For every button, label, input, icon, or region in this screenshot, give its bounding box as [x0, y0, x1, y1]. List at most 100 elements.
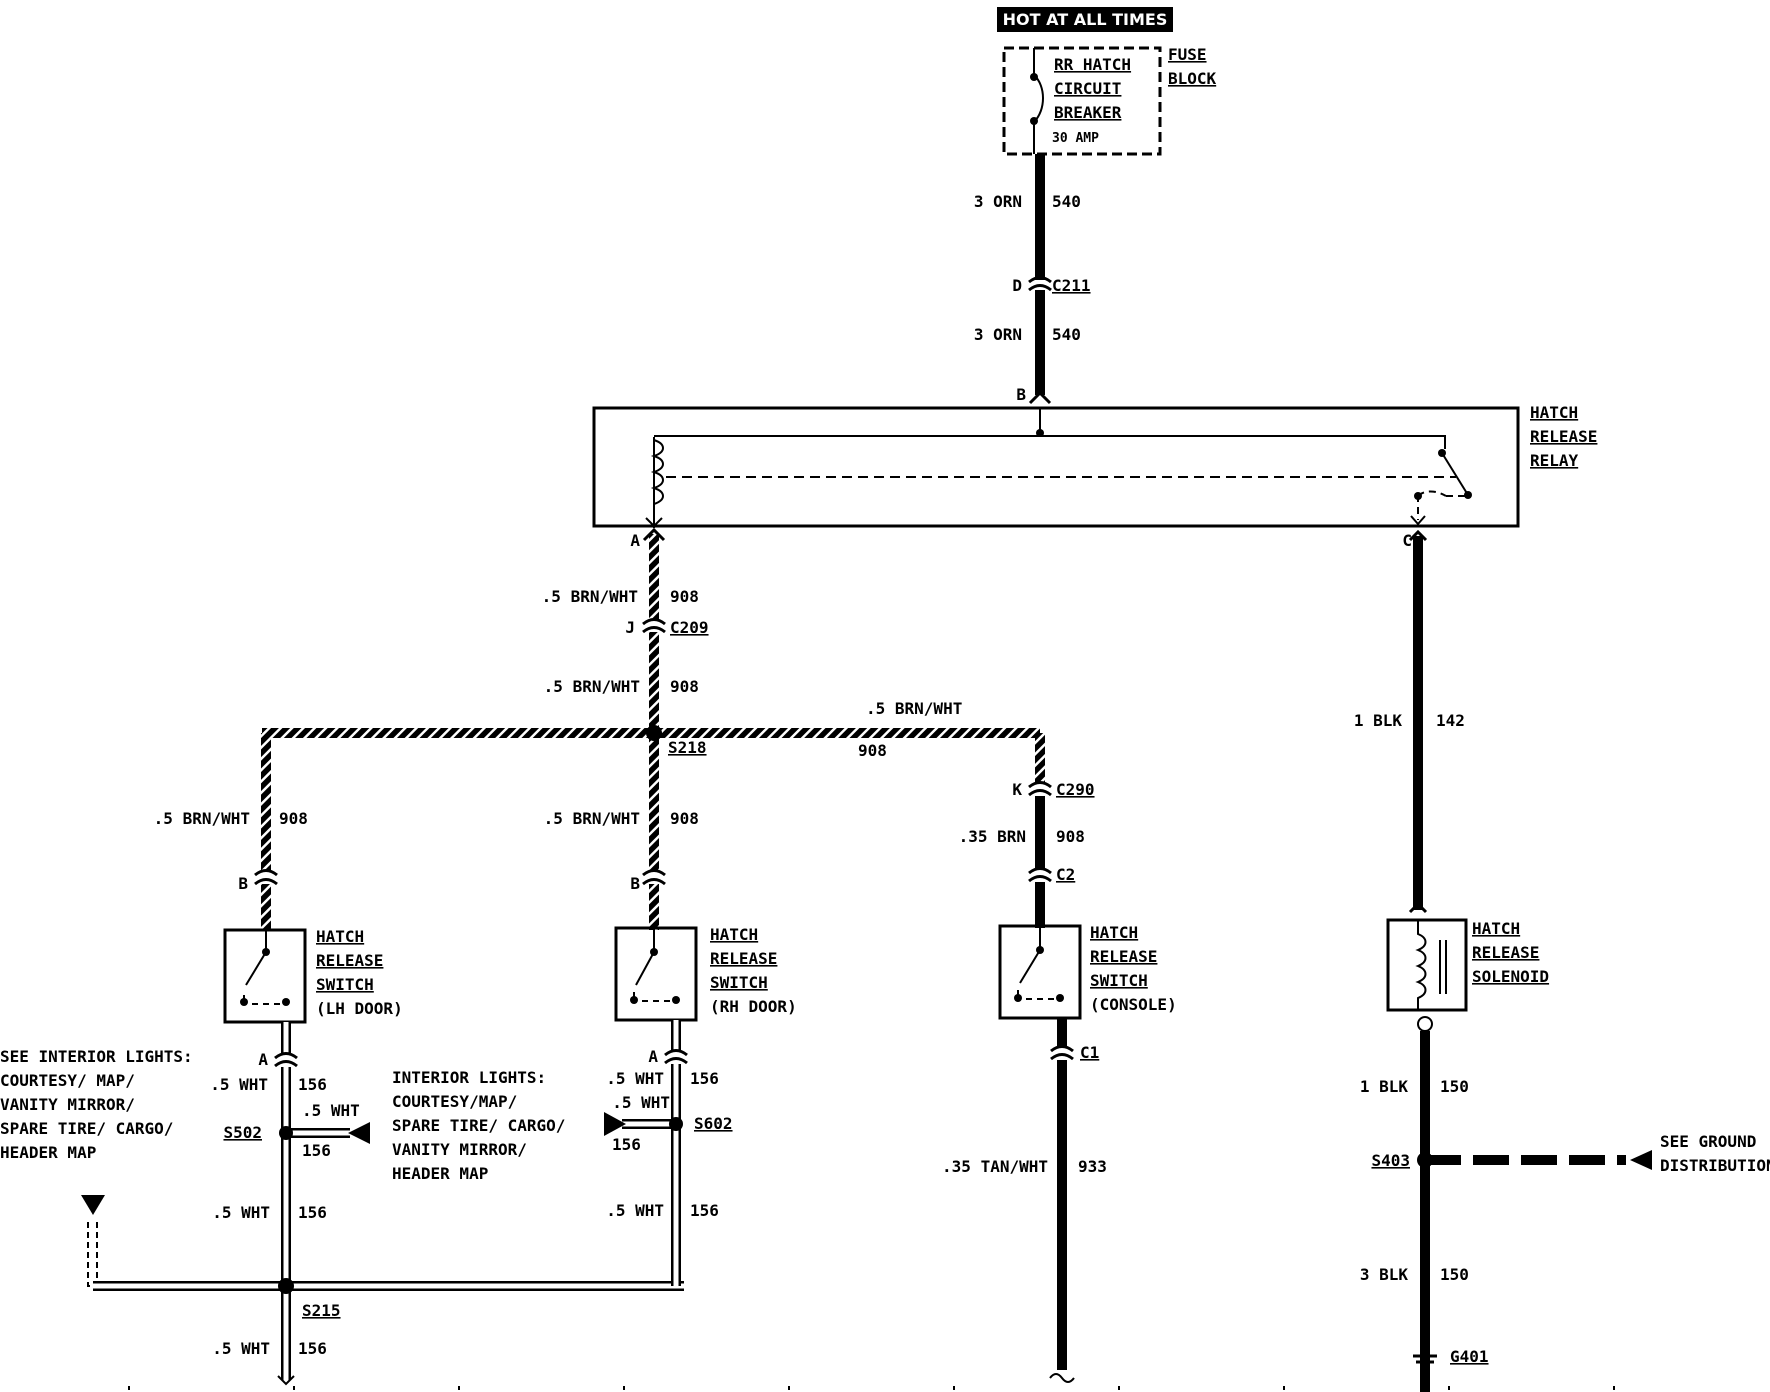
svg-text:908: 908: [670, 677, 699, 696]
hatch-release-relay: HATCH RELEASE RELAY A C: [592, 403, 1597, 550]
svg-text:908: 908: [279, 809, 308, 828]
svg-text:K: K: [1012, 780, 1022, 799]
svg-text:SWITCH: SWITCH: [1090, 971, 1148, 990]
svg-text:HATCH: HATCH: [1472, 919, 1520, 938]
svg-text:.5 WHT: .5 WHT: [606, 1069, 664, 1088]
svg-text:1 BLK: 1 BLK: [1360, 1077, 1409, 1096]
svg-text:.5 BRN/WHT: .5 BRN/WHT: [542, 587, 638, 606]
connector-c1: C1: [1080, 1043, 1099, 1062]
svg-text:933: 933: [1078, 1157, 1107, 1176]
splice-s602: S602: [694, 1114, 733, 1133]
svg-text:1 BLK: 1 BLK: [1354, 711, 1403, 730]
svg-text:156: 156: [302, 1141, 331, 1160]
svg-text:HATCH: HATCH: [316, 927, 364, 946]
svg-text:RELEASE: RELEASE: [1090, 947, 1157, 966]
connector-c290: C290: [1056, 780, 1095, 799]
svg-text:HATCH: HATCH: [1090, 923, 1138, 942]
svg-text:540: 540: [1052, 325, 1081, 344]
svg-text:RELEASE: RELEASE: [316, 951, 383, 970]
hot-at-all-times-tag: HOT AT ALL TIMES: [997, 7, 1173, 32]
svg-text:.5 BRN/WHT: .5 BRN/WHT: [866, 699, 962, 718]
splice-s403: S403: [1371, 1151, 1410, 1170]
svg-text:B: B: [238, 874, 248, 893]
splice-s218: S218: [668, 738, 707, 757]
fuse-block-label-1: FUSE: [1168, 45, 1207, 64]
svg-text:DISTRIBUTION: DISTRIBUTION: [1660, 1156, 1770, 1175]
svg-text:SPARE TIRE/ CARGO/: SPARE TIRE/ CARGO/: [0, 1119, 173, 1138]
svg-text:.5 BRN/WHT: .5 BRN/WHT: [154, 809, 250, 828]
svg-text:SWITCH: SWITCH: [710, 973, 768, 992]
svg-text:908: 908: [1056, 827, 1085, 846]
svg-text:150: 150: [1440, 1265, 1469, 1284]
svg-text:.5 WHT: .5 WHT: [612, 1093, 670, 1112]
svg-text:HEADER MAP: HEADER MAP: [392, 1164, 488, 1183]
svg-text:RELEASE: RELEASE: [1472, 943, 1539, 962]
svg-text:156: 156: [690, 1201, 719, 1220]
svg-text:(RH DOOR): (RH DOOR): [710, 997, 797, 1016]
ground-g401: G401: [1450, 1347, 1489, 1366]
connector-c209: C209: [670, 618, 709, 637]
svg-text:540: 540: [1052, 192, 1081, 211]
rh-door-branch: .5 BRN/WHT 908 B HATCH RELEASE SWITCH (R…: [392, 809, 797, 1286]
svg-text:SOLENOID: SOLENOID: [1472, 967, 1549, 986]
svg-text:908: 908: [670, 587, 699, 606]
fuse-block: RR HATCH CIRCUIT BREAKER 30 AMP FUSE BLO…: [1002, 45, 1217, 156]
svg-text:A: A: [648, 1047, 658, 1066]
svg-text:SPARE TIRE/ CARGO/: SPARE TIRE/ CARGO/: [392, 1116, 565, 1135]
svg-text:HEADER MAP: HEADER MAP: [0, 1143, 96, 1162]
solenoid-branch: 1 BLK 142 HATCH RELEASE SOLENOID 1 BLK 1…: [1354, 529, 1770, 1392]
fuse-block-label-2: BLOCK: [1168, 69, 1217, 88]
svg-text:(LH DOOR): (LH DOOR): [316, 999, 403, 1018]
svg-text:156: 156: [612, 1135, 641, 1154]
svg-text:.35 TAN/WHT: .35 TAN/WHT: [942, 1157, 1048, 1176]
svg-text:VANITY MIRROR/: VANITY MIRROR/: [392, 1140, 527, 1159]
svg-text:142: 142: [1436, 711, 1465, 730]
svg-text:D: D: [1012, 276, 1022, 295]
svg-text:.5 WHT: .5 WHT: [210, 1075, 268, 1094]
svg-text:RELEASE: RELEASE: [1530, 427, 1597, 446]
wire-908-trunk: .5 BRN/WHT 908 J C209 .5 BRN/WHT 908 S21…: [261, 527, 1045, 870]
svg-text:INTERIOR LIGHTS:: INTERIOR LIGHTS:: [392, 1068, 546, 1087]
cb-label-line2: CIRCUIT: [1054, 79, 1121, 98]
svg-text:156: 156: [298, 1339, 327, 1358]
svg-text:RELEASE: RELEASE: [710, 949, 777, 968]
svg-text:3 BLK: 3 BLK: [1360, 1265, 1409, 1284]
bottom-ticks: [128, 1386, 1615, 1390]
svg-text:VANITY MIRROR/: VANITY MIRROR/: [0, 1095, 135, 1114]
svg-text:HOT AT ALL TIMES: HOT AT ALL TIMES: [1003, 10, 1168, 29]
svg-text:B: B: [630, 874, 640, 893]
svg-text:HATCH: HATCH: [710, 925, 758, 944]
svg-text:156: 156: [298, 1075, 327, 1094]
connector-c211: C211: [1052, 276, 1091, 295]
svg-text:(CONSOLE): (CONSOLE): [1090, 995, 1177, 1014]
console-branch: K C290 .35 BRN 908 C2 HATCH RELEASE SWIT…: [942, 780, 1177, 1383]
svg-text:.5 WHT: .5 WHT: [212, 1203, 270, 1222]
cb-rating: 30 AMP: [1052, 131, 1099, 146]
svg-text:B: B: [1016, 385, 1026, 404]
cb-label-line1: RR HATCH: [1054, 55, 1131, 74]
svg-text:150: 150: [1440, 1077, 1469, 1096]
connector-c2: C2: [1056, 865, 1075, 884]
wire-540: 3 ORN 540 D C211 3 ORN 540 B: [974, 154, 1091, 405]
svg-text:.5 WHT: .5 WHT: [606, 1201, 664, 1220]
svg-text:3 ORN: 3 ORN: [974, 325, 1022, 344]
svg-text:RELAY: RELAY: [1530, 451, 1579, 470]
svg-text:.5 BRN/WHT: .5 BRN/WHT: [544, 677, 640, 696]
svg-text:156: 156: [298, 1203, 327, 1222]
svg-text:908: 908: [670, 809, 699, 828]
cb-label-line3: BREAKER: [1054, 103, 1122, 122]
svg-text:SWITCH: SWITCH: [316, 975, 374, 994]
svg-text:.35 BRN: .35 BRN: [959, 827, 1026, 846]
svg-text:HATCH: HATCH: [1530, 403, 1578, 422]
svg-text:156: 156: [690, 1069, 719, 1088]
svg-text:908: 908: [858, 741, 887, 760]
svg-text:A: A: [630, 531, 640, 550]
lh-door-branch: .5 BRN/WHT 908 B HATCH RELEASE SWITCH (L…: [0, 809, 684, 1386]
svg-text:A: A: [258, 1050, 268, 1069]
splice-s215: S215: [302, 1301, 341, 1320]
svg-text:.5 WHT: .5 WHT: [212, 1339, 270, 1358]
svg-text:.5 BRN/WHT: .5 BRN/WHT: [544, 809, 640, 828]
svg-text:C: C: [1402, 531, 1412, 550]
svg-text:3 ORN: 3 ORN: [974, 192, 1022, 211]
